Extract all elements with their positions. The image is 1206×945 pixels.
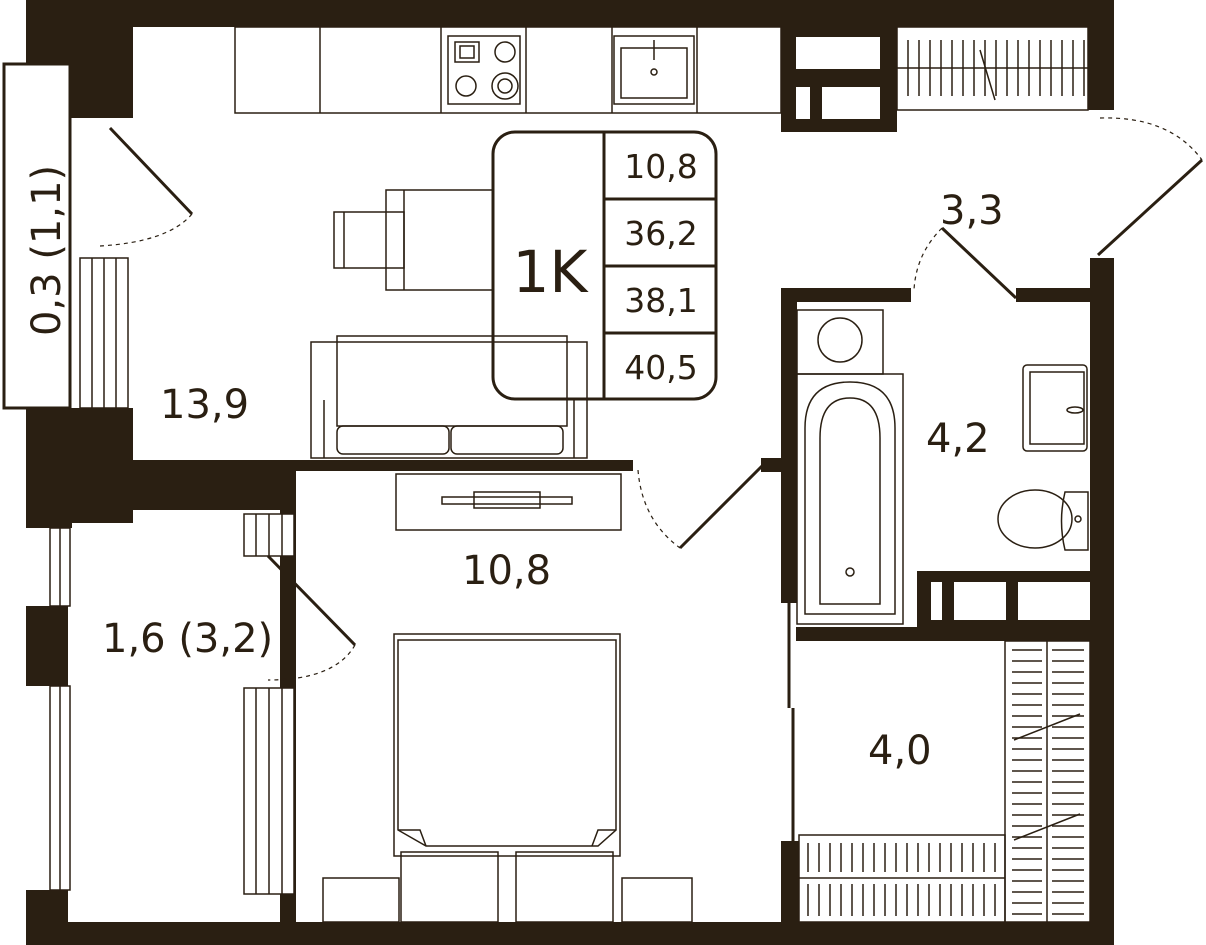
toilet-icon <box>997 489 1089 551</box>
stove-icon <box>447 35 521 105</box>
double-bed <box>322 633 693 923</box>
balcony-area: 1,6 (3,2) <box>102 616 273 662</box>
loggia-area: 0,3 (1,1) <box>24 165 70 336</box>
hall-wardrobe <box>896 26 1089 111</box>
living-room-area: 13,9 <box>160 382 249 428</box>
summary-value-living-area: 10,8 <box>624 147 697 186</box>
sofa <box>310 335 588 459</box>
summary-value-area-1: 36,2 <box>624 214 697 253</box>
bathtub-icon <box>796 373 904 625</box>
washbasin-icon <box>1022 364 1088 452</box>
bathroom-area: 4,2 <box>926 416 990 462</box>
kitchen-sink-icon <box>613 35 695 105</box>
storage-shelves <box>798 640 1091 923</box>
washing-machine-icon <box>796 309 884 375</box>
summary-value-total-area: 40,5 <box>624 348 697 387</box>
kitchen-counter <box>234 26 782 114</box>
summary-value-area-2: 38,1 <box>624 281 697 320</box>
storage-area: 4,0 <box>868 728 932 774</box>
summary-table: 1K 10,8 36,2 38,1 40,5 <box>491 130 718 401</box>
apartment-type-label: 1K <box>513 238 590 306</box>
bedroom-area: 10,8 <box>462 548 551 594</box>
dining-table <box>333 189 497 291</box>
walls <box>26 0 1114 945</box>
tv-stand <box>395 473 622 531</box>
hall-area: 3,3 <box>940 188 1004 234</box>
windows <box>2 62 295 895</box>
doors <box>99 117 1204 841</box>
area-labels: 13,9 10,8 3,3 4,2 4,0 1,6 (3,2) 0,3 (1,1… <box>24 165 1004 774</box>
